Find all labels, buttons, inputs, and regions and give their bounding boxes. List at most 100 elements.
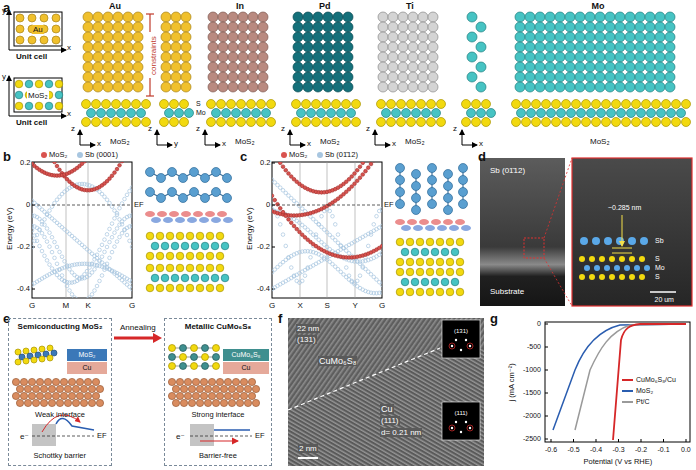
atom <box>88 399 95 406</box>
band-point <box>336 233 340 237</box>
atom <box>615 12 625 22</box>
atom <box>113 32 123 42</box>
atom <box>171 62 181 72</box>
text-label: j (mA cm⁻²) <box>508 363 517 401</box>
atom <box>682 100 691 109</box>
atom <box>428 52 438 62</box>
atom <box>642 118 651 127</box>
atom <box>572 100 581 109</box>
band-point <box>281 210 285 214</box>
atom <box>133 12 143 22</box>
text-label: -0.5 <box>568 446 580 454</box>
text-label: Potential (V vs RHE) <box>584 458 653 467</box>
atom <box>565 22 575 32</box>
legend-dot <box>281 152 287 158</box>
atom <box>218 42 228 52</box>
atom-column <box>639 274 645 280</box>
spacing-arrow <box>622 215 623 246</box>
atom <box>517 109 526 118</box>
atom <box>428 62 438 72</box>
atom <box>417 118 426 127</box>
atom <box>196 264 204 272</box>
band-point <box>105 198 109 202</box>
atom <box>168 392 175 399</box>
band-point <box>289 221 293 225</box>
atom <box>545 52 555 62</box>
band-point <box>273 198 277 202</box>
atom <box>258 32 268 42</box>
atom <box>35 102 43 110</box>
band-point <box>53 256 57 260</box>
atom <box>323 12 333 22</box>
atom <box>665 22 675 32</box>
charge-density <box>199 217 209 223</box>
atom <box>36 392 43 399</box>
text-label: G <box>29 301 35 310</box>
atom <box>635 22 645 32</box>
atom <box>45 102 53 110</box>
band-point <box>32 228 34 232</box>
band-point <box>372 162 376 163</box>
atom <box>303 62 313 72</box>
atom <box>186 232 194 240</box>
atom <box>16 25 24 33</box>
atom <box>201 242 209 250</box>
atom <box>123 82 133 92</box>
atom <box>32 399 39 406</box>
atom <box>172 385 179 392</box>
charge-density <box>449 225 459 231</box>
atom <box>625 12 635 22</box>
atom <box>392 109 401 118</box>
atom <box>107 109 116 118</box>
atom <box>655 52 665 62</box>
atom <box>248 378 255 385</box>
atom <box>39 356 45 362</box>
band-point <box>355 168 359 172</box>
atom <box>436 238 444 246</box>
atom <box>247 100 256 109</box>
atom <box>575 42 585 52</box>
band-point <box>366 244 370 248</box>
atom <box>76 378 83 385</box>
atom <box>607 109 616 118</box>
atom <box>84 378 91 385</box>
atom <box>168 378 175 385</box>
axis-arrow <box>157 145 172 146</box>
atom <box>428 176 437 185</box>
atom <box>83 62 93 72</box>
atom <box>655 82 665 92</box>
atom <box>555 32 565 42</box>
band-point <box>113 209 117 213</box>
atom <box>224 392 231 399</box>
band-point <box>90 293 94 297</box>
atom <box>635 82 645 92</box>
atom <box>575 22 585 32</box>
atom <box>342 100 351 109</box>
atom <box>313 12 323 22</box>
atom <box>545 42 555 52</box>
atom-column <box>609 274 615 280</box>
atom <box>171 72 181 82</box>
atom <box>537 109 546 118</box>
panel-letter: e <box>3 312 10 327</box>
band-point <box>358 274 362 278</box>
atom <box>431 248 439 256</box>
atom <box>642 100 651 109</box>
band-point <box>55 164 59 168</box>
atom <box>28 378 35 385</box>
atom <box>595 12 605 22</box>
band-point <box>38 244 42 248</box>
atom <box>317 109 326 118</box>
swatch-box: Cu <box>67 362 107 374</box>
charge-density <box>187 217 197 223</box>
fft-inset <box>442 402 480 440</box>
atom <box>218 22 228 32</box>
atom <box>186 284 194 292</box>
atom <box>408 52 418 62</box>
atom <box>428 32 438 42</box>
atom <box>426 238 434 246</box>
atom <box>191 354 198 361</box>
atom <box>64 399 71 406</box>
atom <box>632 118 641 127</box>
atom <box>625 72 635 82</box>
